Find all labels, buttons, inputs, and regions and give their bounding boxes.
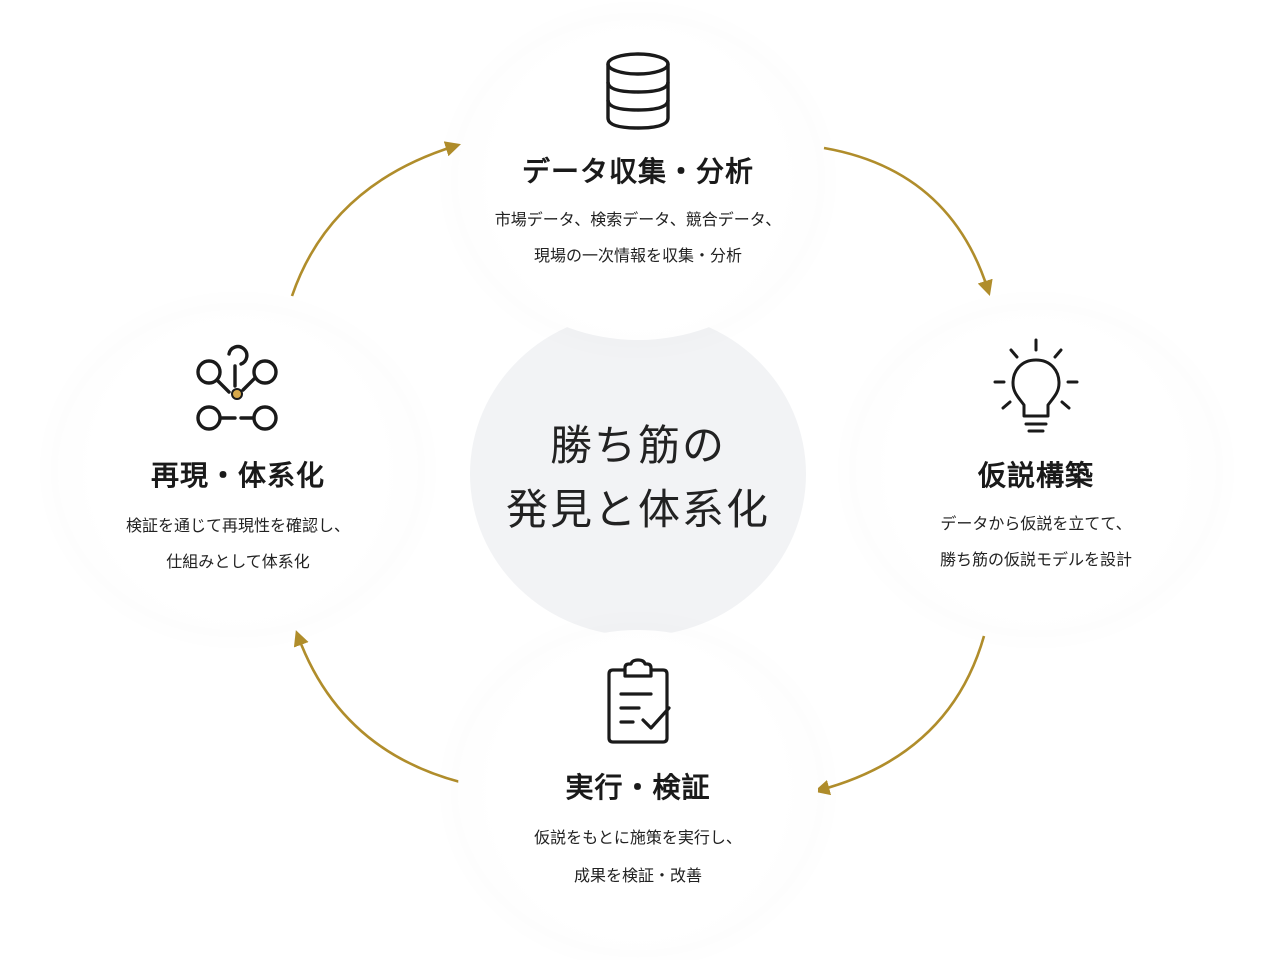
node-system-desc-line2: 仕組みとして体系化 [166,552,310,571]
database-icon [606,52,670,130]
node-hypothesis-title: 仮説構築 [977,459,1094,492]
node-system: 再現・体系化 検証を通じて再現性を確認し、 仕組みとして体系化 [58,310,418,630]
node-data-title: データ収集・分析 [521,155,754,188]
network-icon [196,344,278,431]
node-execution-title: 実行・検証 [565,771,711,804]
center-circle: 勝ち筋の 発見と体系化 [470,312,806,636]
node-data-desc-line1: 市場データ、検索データ、競合データ、 [494,210,782,229]
node-system-title: 再現・体系化 [150,459,325,492]
node-hypothesis-desc-line2: 勝ち筋の仮説モデルを設計 [939,550,1132,569]
arrow-hypothesis-to-execution [813,635,986,796]
center-title-line2: 発見と体系化 [505,485,770,534]
clipboard-check-icon [607,658,671,744]
arrow-execution-to-system [293,630,461,784]
node-hypothesis: 仮説構築 データから仮説を立てて、 勝ち筋の仮説モデルを設計 [856,310,1216,630]
arrow-data-to-hypothesis [823,146,993,296]
node-system-desc-line1: 検証を通じて再現性を確認し、 [125,516,350,535]
node-execution-desc-line1: 仮説をもとに施策を実行し、 [534,828,742,847]
center-title-line1: 勝ち筋の [549,421,726,470]
node-execution: 実行・検証 仮説をもとに施策を実行し、 成果を検証・改善 [458,630,818,950]
node-data-desc-line2: 現場の一次情報を収集・分析 [533,246,742,265]
arrow-system-to-data [290,141,461,297]
lightbulb-icon [993,338,1079,433]
node-data-collection: データ収集・分析 市場データ、検索データ、競合データ、 現場の一次情報を収集・分… [458,20,818,340]
node-hypothesis-desc-line1: データから仮説を立てて、 [940,514,1132,533]
node-execution-desc-line2: 成果を検証・改善 [573,866,702,885]
